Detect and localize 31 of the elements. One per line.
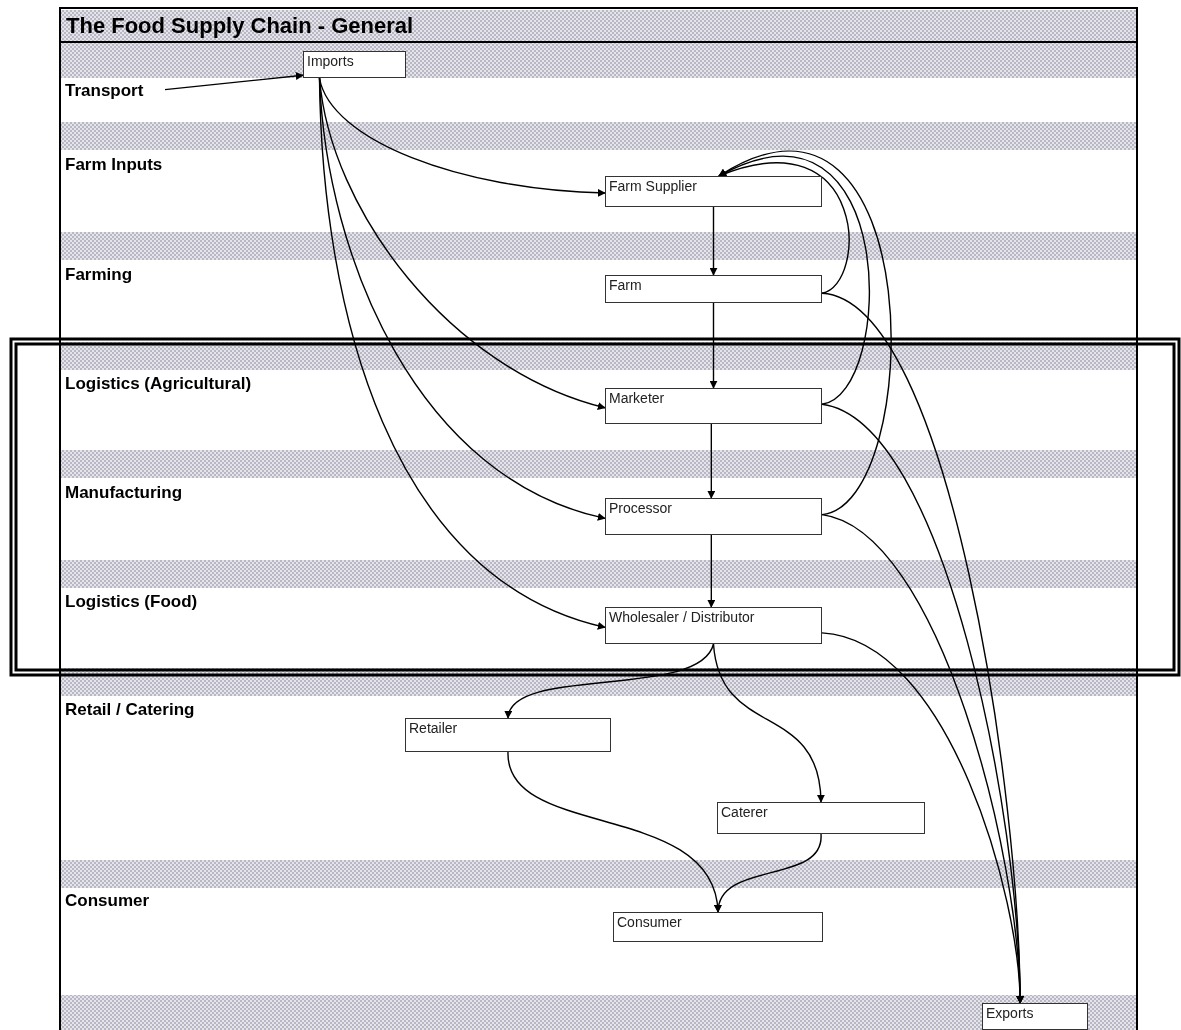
lane-label: Transport [65,83,144,99]
lane-label: Farm Inputs [65,155,163,175]
process-box: Processor [605,498,822,535]
lane-label: Manufacturing [65,483,183,503]
lane-label: Farming [65,265,133,285]
process-box: Wholesaler / Distributor [605,607,822,644]
arrow [707,534,716,608]
process-box: Marketer [605,388,822,424]
diagram-title: The Food Supply Chain - General [66,13,414,39]
process-box: Consumer [613,912,823,942]
arrow [506,643,715,719]
process-box: Farm Supplier [605,176,822,207]
arrow [164,72,304,91]
process-box: Retailer [405,718,611,752]
lane-label: Retail / Catering [65,700,195,720]
arrow [709,302,718,389]
arrow [821,632,1024,1004]
lane-label: Consumer [65,891,150,911]
lane-label: Logistics (Food) [65,592,198,612]
arrow [712,643,825,803]
arrow [707,423,716,499]
arrow [715,833,822,913]
lane-label: Logistics (Agricultural) [65,374,252,394]
process-box: Farm [605,275,822,303]
process-box: Exports [982,1003,1088,1030]
process-box: Imports [303,51,406,78]
arrow [718,152,892,516]
arrow [709,206,718,276]
arrow [318,77,606,629]
process-box: Caterer [717,802,925,834]
arrow [318,77,606,197]
